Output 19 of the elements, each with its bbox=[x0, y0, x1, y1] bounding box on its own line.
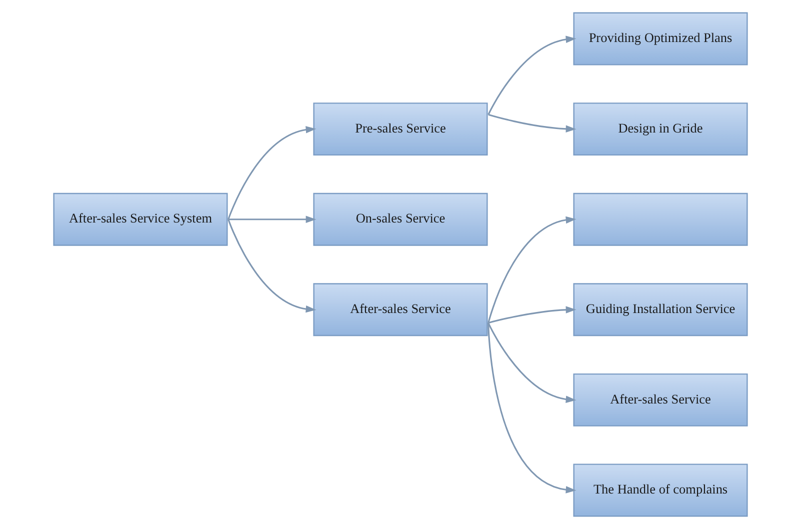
node-box: After-sales Service bbox=[572, 373, 748, 426]
node-box: After-sales Service bbox=[312, 283, 488, 336]
arrow bbox=[487, 36, 576, 115]
arrow bbox=[227, 126, 316, 220]
node-box: Guiding Installation Service bbox=[572, 283, 748, 336]
arrow bbox=[487, 216, 576, 324]
arrow bbox=[487, 322, 576, 494]
arrow bbox=[487, 322, 576, 403]
node-box bbox=[572, 192, 748, 246]
node-box: After-sales Service System bbox=[52, 192, 228, 246]
node-box: Design in Gride bbox=[572, 102, 748, 156]
arrow bbox=[488, 306, 576, 324]
node-box: On-sales Service bbox=[312, 192, 488, 246]
node-box: The Handle of complains bbox=[572, 464, 748, 517]
node-box: Providing Optimized Plans bbox=[572, 12, 748, 66]
arrow bbox=[227, 219, 316, 313]
arrow bbox=[228, 216, 316, 223]
node-box: Pre-sales Service bbox=[312, 102, 488, 156]
arrow bbox=[488, 114, 576, 133]
